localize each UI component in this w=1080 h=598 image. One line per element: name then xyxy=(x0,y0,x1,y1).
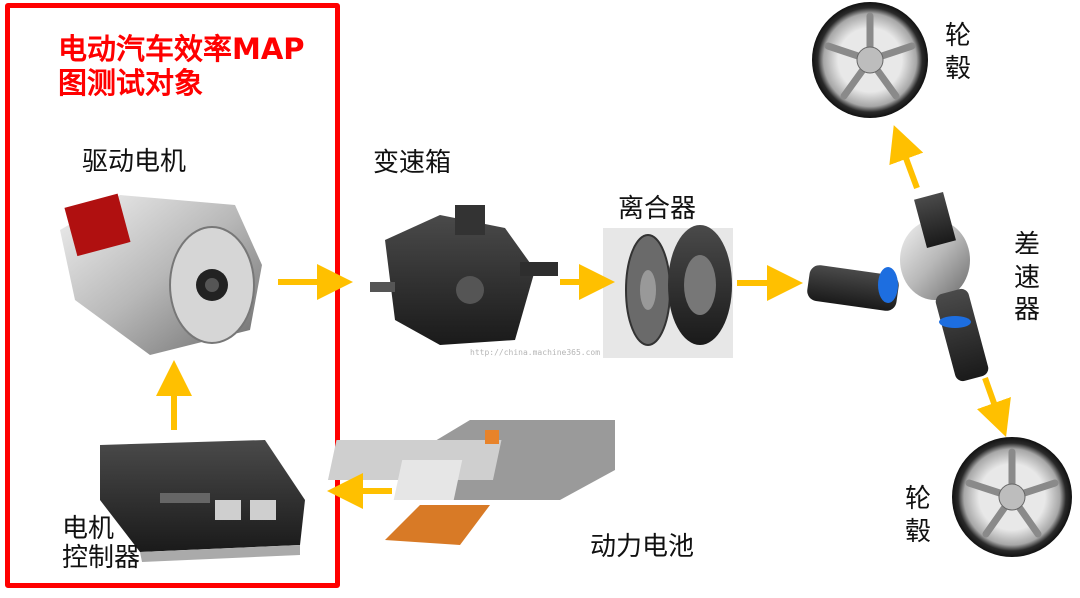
label-wheel-bottom: 轮毂 xyxy=(904,484,931,547)
drive-motor-image xyxy=(60,193,262,355)
frame-title-line-2: 图测试对象 xyxy=(58,66,204,101)
label-clutch: 离合器 xyxy=(618,194,697,224)
label-motor-controller: 电机 控制器 xyxy=(62,514,141,574)
arrow-differential-to-wheel-top xyxy=(889,125,924,190)
label-power-battery: 动力电池 xyxy=(590,532,695,562)
label-motor-controller-line-2: 控制器 xyxy=(62,543,141,574)
arrow-differential-to-wheel-bottom xyxy=(976,376,1011,437)
frame-title: 电动汽车效率MAP 图测试对象 xyxy=(58,32,305,100)
clutch-image xyxy=(603,225,733,358)
label-gearbox: 变速箱 xyxy=(373,148,452,178)
power-battery-image xyxy=(327,420,615,545)
wheel-bottom-image xyxy=(952,437,1072,557)
watermark: http://china.machine365.com xyxy=(470,348,601,357)
label-motor-controller-line-1: 电机 xyxy=(62,514,115,544)
label-wheel-top: 轮毂 xyxy=(944,21,971,84)
gearbox-image xyxy=(370,205,558,345)
label-drive-motor: 驱动电机 xyxy=(82,147,187,177)
flow-arrows xyxy=(156,125,1011,509)
wheel-top-image xyxy=(812,2,928,118)
differential-image xyxy=(807,191,989,382)
label-differential: 差速器 xyxy=(1013,230,1040,325)
motor-controller-image xyxy=(100,440,305,562)
frame-title-line-1: 电动汽车效率MAP xyxy=(58,32,305,66)
